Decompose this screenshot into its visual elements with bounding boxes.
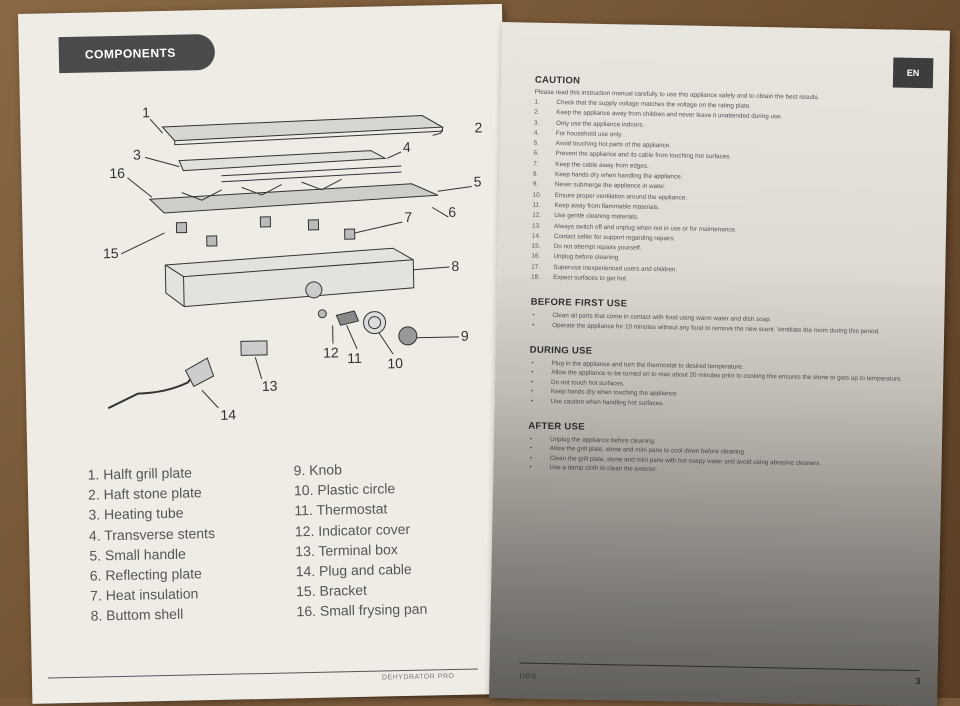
- pan-tray-shape: [148, 183, 439, 214]
- item-number: 17.: [531, 263, 541, 271]
- item-number: 14.: [531, 232, 541, 240]
- item-text: Expect surfaces to get hot.: [553, 274, 628, 283]
- instructions: CAUTION Please read this instruction man…: [527, 75, 925, 480]
- callout-3: 3: [133, 146, 141, 162]
- item-number: 16.: [531, 253, 541, 261]
- callout-14: 14: [220, 407, 236, 423]
- item-number: 12.: [532, 211, 542, 220]
- language-label: EN: [906, 67, 920, 79]
- callout-6: 6: [448, 204, 456, 220]
- item-number: 11.: [532, 201, 541, 209]
- page-number: 3: [915, 676, 921, 687]
- callout-11: 11: [347, 350, 362, 366]
- callout-13: 13: [262, 378, 278, 394]
- parts-list: 1. Halft grill plate 2. Haft stone plate…: [87, 456, 487, 624]
- callout-8: 8: [451, 258, 459, 274]
- item-number: 13.: [532, 222, 541, 230]
- parts-column-2: 9. Knob 10. Plastic circle 11. Thermosta…: [293, 456, 496, 622]
- item-number: 4.: [533, 129, 540, 137]
- parts-column-1: 1. Halft grill plate 2. Haft stone plate…: [87, 460, 290, 626]
- exploded-diagram: 1 2 3 4 16 5 6 7 15 8 9 12 11 10 13 14: [103, 104, 483, 423]
- item-number: 8.: [533, 170, 539, 178]
- item-number: 5.: [533, 139, 540, 147]
- components-tab: COMPONENTS: [58, 33, 216, 74]
- item-number: 2.: [534, 108, 540, 117]
- brand-logo: nea: [519, 670, 537, 682]
- item-number: 15.: [531, 242, 541, 250]
- grill-plate-shape: [161, 115, 445, 142]
- footer-rule-right: [519, 662, 920, 672]
- item-number: 3.: [534, 119, 540, 127]
- after-use-section: AFTER USE •Unplug the appliance before c…: [527, 420, 918, 480]
- components-title: COMPONENTS: [84, 45, 177, 62]
- callout-7: 7: [404, 209, 412, 225]
- part-item: 16. Small frysing pan: [296, 600, 428, 620]
- item-number: 10.: [532, 191, 542, 199]
- callout-16: 16: [109, 165, 125, 181]
- callout-9: 9: [461, 328, 469, 344]
- part-item: 8. Buttom shell: [90, 605, 184, 624]
- callout-12: 12: [323, 344, 339, 360]
- callout-1: 1: [142, 104, 150, 120]
- callout-4: 4: [403, 139, 411, 155]
- stone-plate-shape: [178, 150, 387, 172]
- during-use-section: DURING USE •Plug in the appliance and tu…: [529, 344, 920, 413]
- item-number: 7.: [533, 160, 539, 168]
- callout-2: 2: [474, 119, 482, 135]
- callout-10: 10: [387, 355, 403, 371]
- item-number: 18.: [531, 273, 540, 281]
- left-page: COMPONENTS: [18, 3, 517, 704]
- before-first-use-section: BEFORE FIRST USE •Clean all parts that c…: [530, 297, 921, 338]
- item-number: 6.: [533, 150, 539, 158]
- base-shell-shape: [164, 247, 415, 308]
- callout-5: 5: [473, 173, 481, 189]
- right-page: EN CAUTION Please read this instruction …: [489, 22, 950, 706]
- item-number: 9.: [532, 180, 539, 189]
- callout-15: 15: [103, 245, 119, 261]
- footer-product-name: DEHYDRATOR PRO: [381, 673, 455, 682]
- caution-list: 1.Check that the supply voltage matches …: [531, 98, 924, 291]
- item-number: 1.: [534, 98, 540, 106]
